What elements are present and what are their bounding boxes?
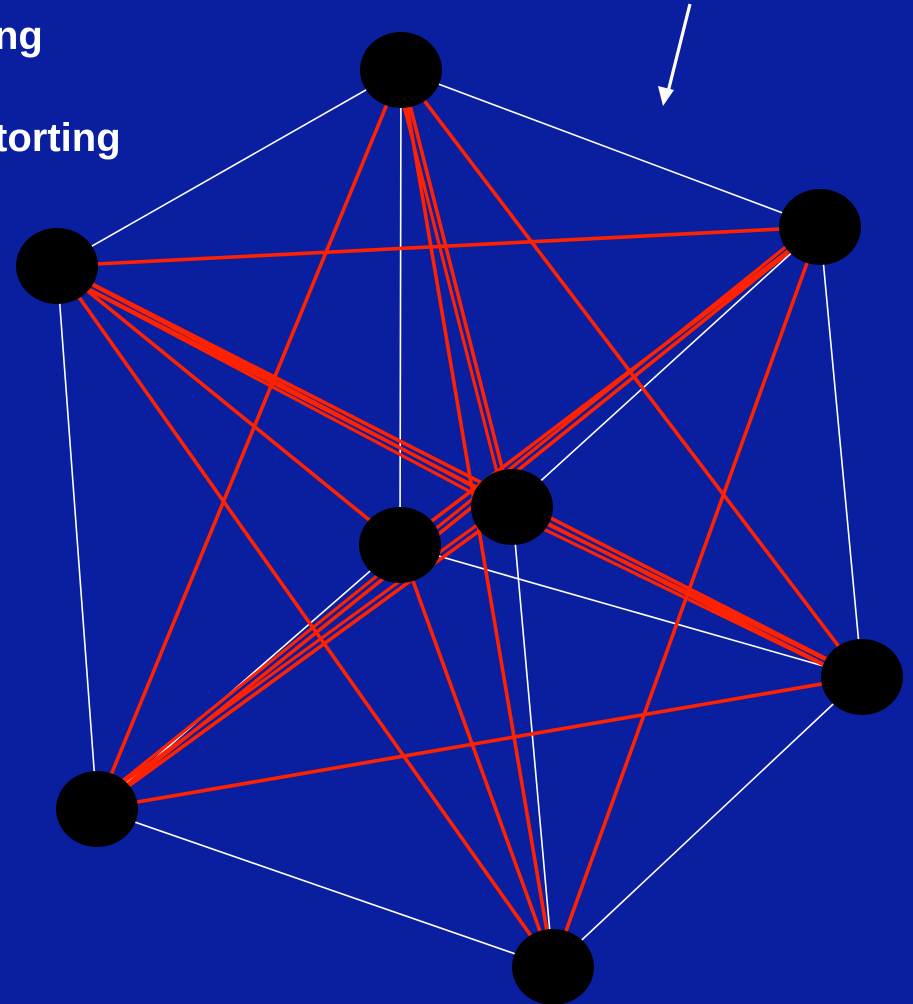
distortion-edge-center-front-right [510,505,864,679]
cage-edge-upper-left-lower-left [56,265,98,810]
distortion-edge-top-center-front [399,68,514,509]
vertex-upper-right [779,189,861,265]
vertex-upper-left [16,228,98,304]
arrow-head [658,86,674,106]
vertex-center-back [359,507,441,583]
distortion-edge-double-center-front-lower-left [91,500,511,806]
cage-edge-top-upper-left [56,69,402,267]
distortion-edge-center-front-lower-left [95,505,514,811]
distortion-edge-lower-left-right [95,675,864,811]
distortion-edge-upper-left-center-back [55,264,402,547]
caption-line-2: torting [0,116,121,160]
cage-edge-center-back-right [399,544,863,678]
cage-edge-top-center-back [399,69,402,546]
vertex-top [360,32,442,108]
cage-edge-top-upper-right [400,69,821,228]
distortion-edge-center-back-bottom [398,543,555,969]
cage-edge-center-front-bottom [511,506,554,968]
distortion-edge-upper-left-bottom [55,264,555,969]
vertex-lower-left [56,771,138,847]
arrow-shaft [665,3,692,97]
cage-edge-upper-right-right [819,226,863,678]
caption-line-1: ng [0,14,43,58]
cage-edge-upper-right-center-front [511,226,821,508]
cage-edge-right-bottom [552,676,863,968]
distortion-edge-double-center-front-right [507,510,861,684]
distortion-edge-top-lower-left [95,68,403,811]
vertex-center-front [471,469,553,545]
distortion-edge-upper-left-right [55,264,864,679]
distortion-edge-double-upper-left-right [52,269,861,684]
direction-arrow-icon [658,3,692,106]
cage-edge-lower-left-bottom [96,808,554,968]
vertex-bottom [512,929,594,1004]
vertex-right [821,639,903,715]
distortion-edge-top-right [399,68,864,679]
distortion-edge-upper-right-center-back [398,225,822,547]
